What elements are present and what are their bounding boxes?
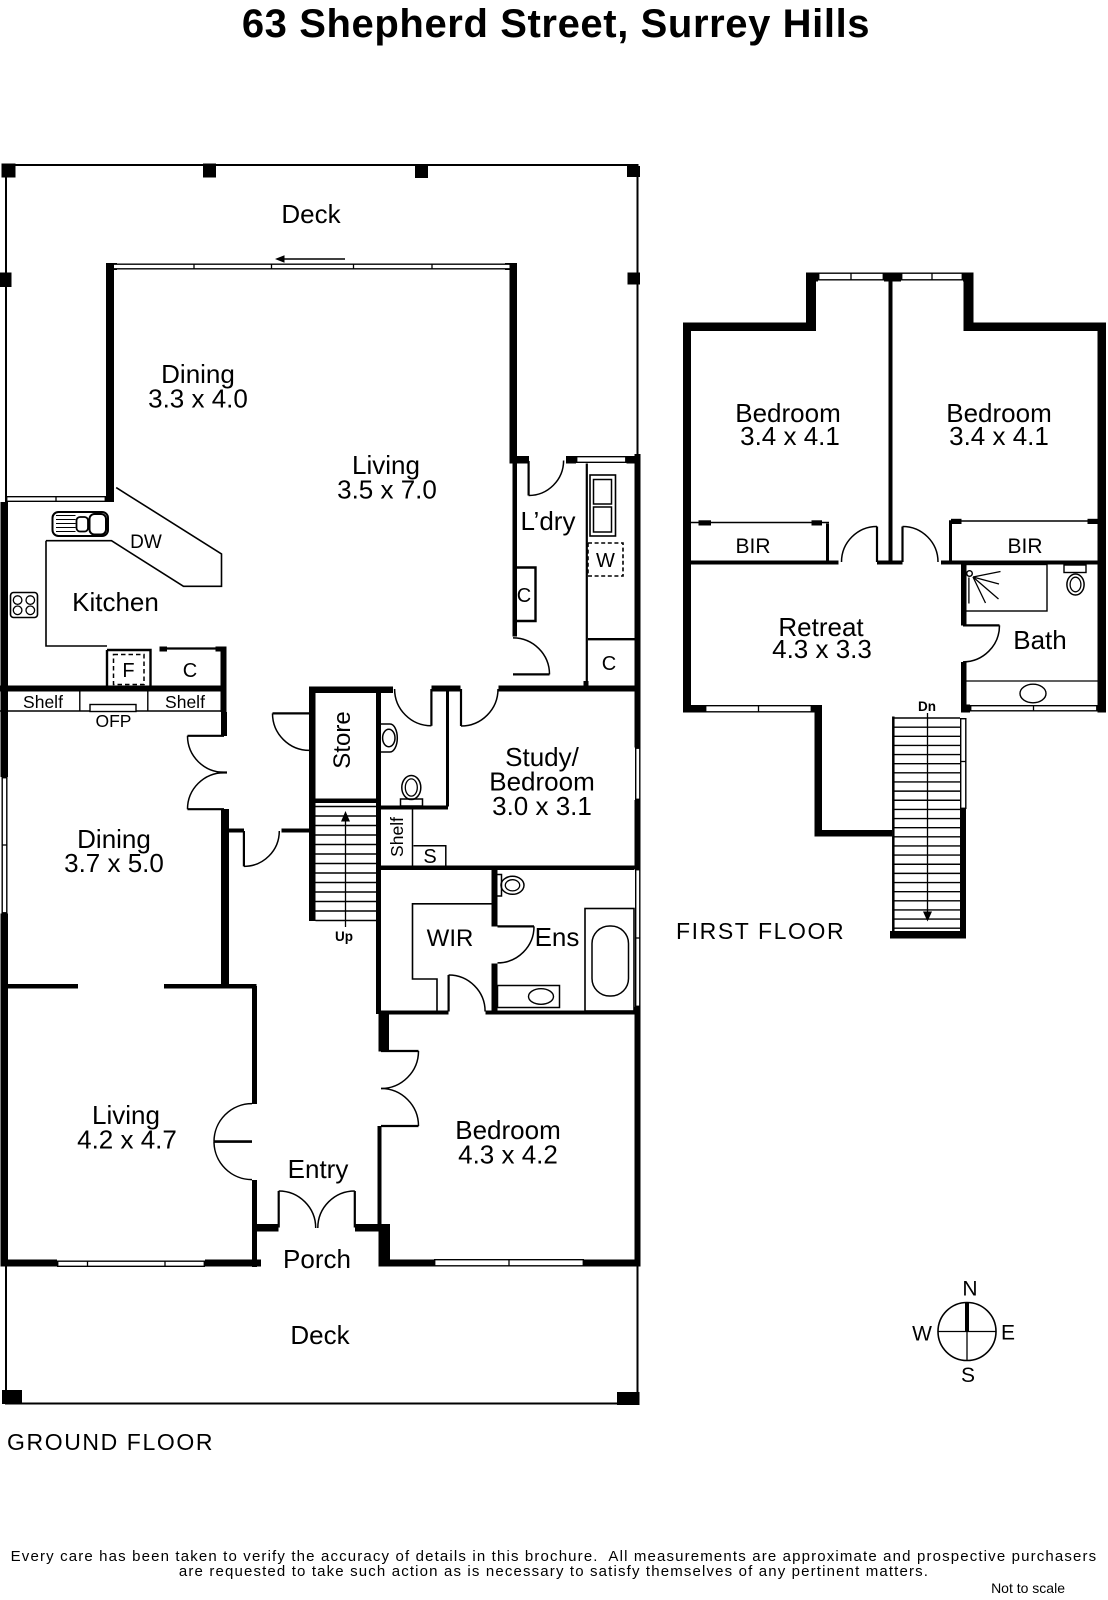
- svg-text:Living: Living: [92, 1100, 160, 1130]
- svg-text:Shelf: Shelf: [165, 692, 205, 712]
- svg-text:are requested to take such act: are requested to take such action as is …: [179, 1563, 929, 1580]
- svg-text:S: S: [423, 846, 436, 868]
- svg-text:Deck: Deck: [281, 199, 341, 229]
- svg-text:W: W: [596, 550, 615, 572]
- svg-text:Up: Up: [335, 929, 353, 944]
- svg-text:4.3 x 4.2: 4.3 x 4.2: [458, 1140, 558, 1170]
- svg-text:3.0 x 3.1: 3.0 x 3.1: [492, 791, 592, 821]
- svg-text:Store: Store: [329, 711, 356, 768]
- svg-text:Bedroom: Bedroom: [735, 398, 841, 428]
- svg-text:63 Shepherd Street, Surrey Hil: 63 Shepherd Street, Surrey Hills: [242, 2, 870, 46]
- svg-text:Dining: Dining: [161, 359, 235, 389]
- svg-text:Dining: Dining: [77, 824, 151, 854]
- svg-text:3.4 x 4.1: 3.4 x 4.1: [949, 421, 1049, 451]
- svg-text:3.5 x 7.0: 3.5 x 7.0: [337, 475, 437, 505]
- svg-text:3.7 x 5.0: 3.7 x 5.0: [64, 848, 164, 878]
- svg-text:3.4 x 4.1: 3.4 x 4.1: [740, 421, 840, 451]
- svg-text:Study/: Study/: [505, 742, 579, 772]
- svg-text:C: C: [517, 585, 531, 607]
- svg-text:Not to scale: Not to scale: [991, 1580, 1065, 1596]
- svg-text:Deck: Deck: [290, 1320, 350, 1350]
- svg-text:F: F: [122, 660, 134, 682]
- svg-text:Entry: Entry: [288, 1154, 349, 1184]
- svg-text:WIR: WIR: [427, 925, 474, 952]
- svg-text:Shelf: Shelf: [387, 817, 407, 857]
- svg-text:C: C: [602, 653, 616, 675]
- svg-text:Dn: Dn: [918, 699, 936, 714]
- svg-text:BIR: BIR: [1007, 535, 1042, 558]
- svg-text:C: C: [183, 660, 197, 682]
- svg-text:Retreat: Retreat: [778, 612, 864, 642]
- svg-text:W: W: [912, 1323, 932, 1346]
- svg-text:E: E: [1001, 1322, 1015, 1345]
- svg-text:4.2 x 4.7: 4.2 x 4.7: [77, 1125, 177, 1155]
- svg-text:3.3 x 4.0: 3.3 x 4.0: [148, 384, 248, 414]
- svg-text:Bath: Bath: [1013, 625, 1067, 655]
- svg-text:S: S: [961, 1364, 975, 1387]
- svg-text:BIR: BIR: [735, 535, 770, 558]
- svg-text:Living: Living: [352, 450, 420, 480]
- svg-text:OFP: OFP: [96, 711, 132, 731]
- svg-text:FIRST FLOOR: FIRST FLOOR: [676, 918, 845, 944]
- svg-text:Every care has been taken to v: Every care has been taken to verify the …: [11, 1548, 1098, 1565]
- svg-text:Bedroom: Bedroom: [489, 767, 595, 797]
- svg-text:Kitchen: Kitchen: [72, 587, 159, 617]
- svg-text:Porch: Porch: [283, 1244, 351, 1274]
- svg-text:N: N: [962, 1278, 977, 1301]
- svg-text:4.3 x 3.3: 4.3 x 3.3: [772, 634, 872, 664]
- svg-text:GROUND FLOOR: GROUND FLOOR: [7, 1429, 214, 1455]
- svg-text:L’dry: L’dry: [521, 506, 576, 536]
- svg-text:Bedroom: Bedroom: [455, 1115, 561, 1145]
- svg-text:DW: DW: [130, 532, 162, 553]
- svg-text:Ens: Ens: [535, 922, 580, 952]
- svg-text:Shelf: Shelf: [23, 692, 63, 712]
- svg-text:Bedroom: Bedroom: [946, 398, 1052, 428]
